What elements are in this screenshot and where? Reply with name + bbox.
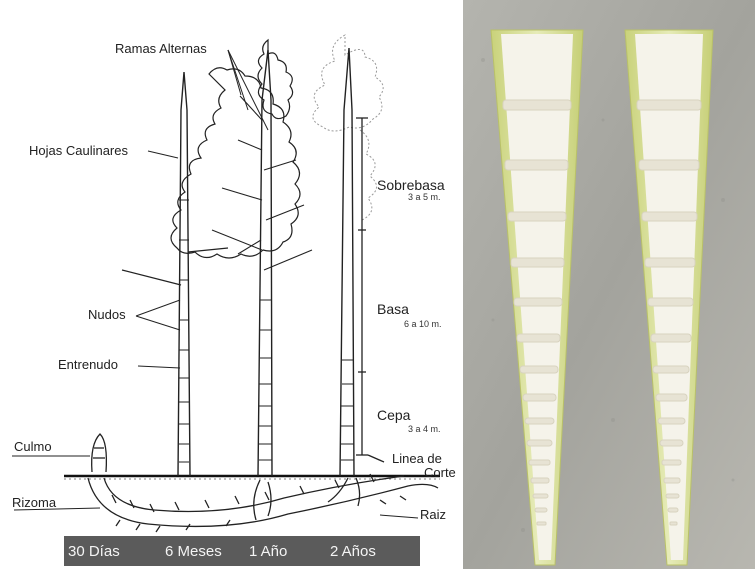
label-entrenudo: Entrenudo: [58, 358, 118, 371]
culm-2-anos: [340, 48, 354, 476]
label-basa-size: 6 a 10 m.: [404, 320, 442, 329]
label-cepa: Cepa: [377, 408, 410, 422]
diagram-drawing: [0, 0, 468, 569]
culm-30-dias: [92, 434, 107, 472]
label-basa: Basa: [377, 302, 409, 316]
timeline-1-ano: 1 Año: [249, 543, 287, 560]
label-cepa-size: 3 a 4 m.: [408, 425, 441, 434]
timeline-2-anos: 2 Años: [330, 543, 376, 560]
bamboo-photo: [463, 0, 755, 569]
label-ramas-alternas: Ramas Alternas: [115, 42, 207, 55]
rhizome: [88, 474, 438, 532]
label-raiz: Raiz: [420, 508, 446, 521]
bamboo-growth-diagram: Ramas Alternas Hojas Caulinares Nudos En…: [0, 0, 468, 569]
timeline-6-meses: 6 Meses: [165, 543, 222, 560]
label-nudos: Nudos: [88, 308, 126, 321]
timeline-30-dias: 30 Días: [68, 543, 120, 560]
label-corte: Corte: [424, 466, 456, 479]
label-linea-de: Linea de: [392, 452, 442, 465]
label-sobrebasa: Sobrebasa: [377, 178, 445, 192]
label-rizoma: Rizoma: [12, 496, 56, 509]
label-culmo: Culmo: [14, 440, 52, 453]
label-sobrebasa-size: 3 a 5 m.: [408, 193, 441, 202]
timeline-bar: 30 Días 6 Meses 1 Año 2 Años: [64, 536, 420, 566]
label-hojas-caulinares: Hojas Caulinares: [29, 144, 128, 157]
bamboo-photo-drawing: [463, 0, 755, 569]
culm-1-ano: [212, 50, 312, 476]
culm-6-meses: [122, 72, 228, 476]
leader-lines: [12, 50, 418, 518]
